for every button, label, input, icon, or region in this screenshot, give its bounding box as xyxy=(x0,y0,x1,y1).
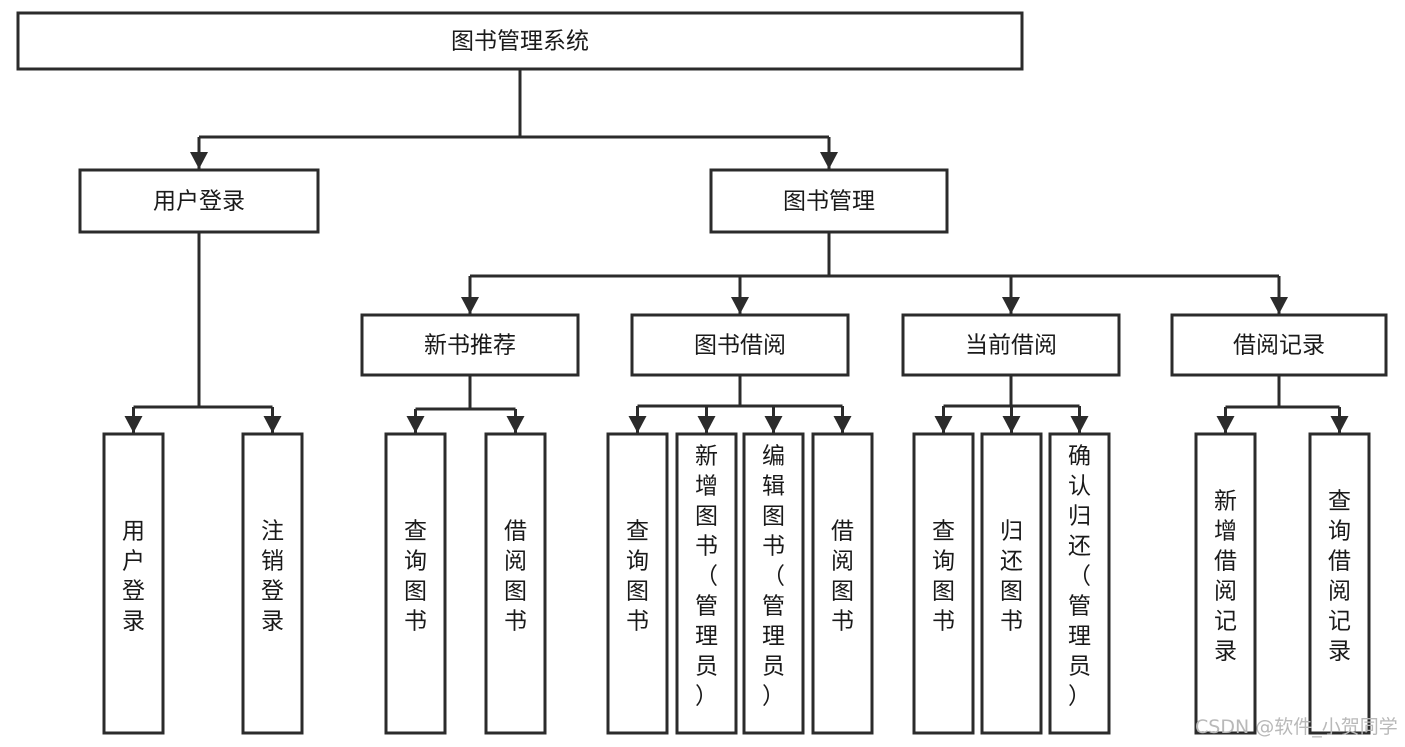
node-leaf-user-logout[interactable]: 注销登录 xyxy=(241,432,304,735)
node-borrow-record[interactable]: 借阅记录 xyxy=(1170,313,1388,377)
node-new-book-rec[interactable]: 新书推荐 xyxy=(360,313,580,377)
node-label: 图书管理系统 xyxy=(451,29,589,55)
node-box[interactable] xyxy=(1308,432,1371,735)
node-label: 新增图书（管理员） xyxy=(695,444,718,710)
node-leaf-user-login[interactable]: 用户登录 xyxy=(102,432,165,735)
node-box[interactable] xyxy=(384,432,447,735)
node-label: 查询图书 xyxy=(932,519,955,635)
node-box[interactable] xyxy=(630,313,850,377)
csdn-watermark: CSDN @软件_小贺同学 xyxy=(1195,716,1398,738)
node-leaf-borrow-book-rec[interactable]: 借阅图书 xyxy=(484,432,547,735)
node-label: 图书借阅 xyxy=(694,333,786,359)
node-leaf-query-book-borrow[interactable]: 查询图书 xyxy=(606,432,669,735)
arrow-head xyxy=(628,416,647,433)
node-leaf-borrow-book[interactable]: 借阅图书 xyxy=(811,432,874,735)
arrow-head xyxy=(190,152,208,169)
node-box[interactable] xyxy=(675,432,738,735)
node-box[interactable] xyxy=(901,313,1121,377)
arrow-head xyxy=(1002,297,1020,314)
node-label: 用户登录 xyxy=(122,519,145,635)
arrow-head xyxy=(697,416,716,433)
node-label: 借阅记录 xyxy=(1233,333,1325,359)
node-label: 归还图书 xyxy=(1000,519,1023,635)
arrow-head xyxy=(506,416,525,433)
arrow-head xyxy=(764,416,783,433)
node-box[interactable] xyxy=(912,432,975,735)
arrow-head xyxy=(731,297,749,314)
arrow-head xyxy=(934,416,953,433)
node-leaf-confirm-return[interactable]: 确认归还（管理员） xyxy=(1048,432,1111,735)
node-leaf-add-record[interactable]: 新增借阅记录 xyxy=(1194,432,1257,735)
node-box[interactable] xyxy=(709,168,949,234)
node-box[interactable] xyxy=(484,432,547,735)
arrow-head xyxy=(406,416,425,433)
node-leaf-query-book-rec[interactable]: 查询图书 xyxy=(384,432,447,735)
node-label: 查询借阅记录 xyxy=(1328,489,1351,665)
arrow-head xyxy=(461,297,479,314)
node-user-login[interactable]: 用户登录 xyxy=(78,168,320,234)
node-label: 借阅图书 xyxy=(831,519,854,635)
node-book-borrow[interactable]: 图书借阅 xyxy=(630,313,850,377)
node-label: 注销登录 xyxy=(261,519,284,635)
node-book-manage[interactable]: 图书管理 xyxy=(709,168,949,234)
node-label: 图书管理 xyxy=(783,189,875,215)
arrow-head xyxy=(820,152,838,169)
node-box[interactable] xyxy=(742,432,805,735)
node-leaf-query-record[interactable]: 查询借阅记录 xyxy=(1308,432,1371,735)
node-label: 新增借阅记录 xyxy=(1214,489,1237,665)
node-leaf-query-book-cur[interactable]: 查询图书 xyxy=(912,432,975,735)
node-box[interactable] xyxy=(1194,432,1257,735)
node-box[interactable] xyxy=(360,313,580,377)
arrow-head xyxy=(1070,416,1089,433)
node-label: 借阅图书 xyxy=(504,519,527,635)
arrow-head xyxy=(1330,416,1349,433)
node-box[interactable] xyxy=(980,432,1043,735)
node-current-borrow[interactable]: 当前借阅 xyxy=(901,313,1121,377)
arrow-head xyxy=(1270,297,1288,314)
node-layer: 图书管理系统用户登录图书管理新书推荐图书借阅当前借阅借阅记录用户登录注销登录查询… xyxy=(16,11,1388,735)
node-box[interactable] xyxy=(16,11,1024,71)
node-box[interactable] xyxy=(241,432,304,735)
connector-layer xyxy=(124,69,1349,433)
node-box[interactable] xyxy=(811,432,874,735)
node-box[interactable] xyxy=(78,168,320,234)
node-box[interactable] xyxy=(102,432,165,735)
node-leaf-edit-book[interactable]: 编辑图书（管理员） xyxy=(742,432,805,735)
node-box[interactable] xyxy=(1048,432,1111,735)
node-root[interactable]: 图书管理系统 xyxy=(16,11,1024,71)
arrow-head xyxy=(263,416,282,433)
arrow-head xyxy=(1002,416,1021,433)
arrow-head xyxy=(1216,416,1235,433)
arrow-head xyxy=(833,416,852,433)
node-label: 编辑图书（管理员） xyxy=(762,444,785,710)
arrow-head xyxy=(124,416,143,433)
node-label: 查询图书 xyxy=(404,519,427,635)
node-label: 用户登录 xyxy=(153,189,245,215)
node-leaf-add-book[interactable]: 新增图书（管理员） xyxy=(675,432,738,735)
node-label: 新书推荐 xyxy=(424,333,516,359)
node-box[interactable] xyxy=(606,432,669,735)
node-label: 确认归还（管理员） xyxy=(1068,444,1091,710)
node-box[interactable] xyxy=(1170,313,1388,377)
node-label: 当前借阅 xyxy=(965,333,1057,359)
node-label: 查询图书 xyxy=(626,519,649,635)
node-leaf-return-book[interactable]: 归还图书 xyxy=(980,432,1043,735)
